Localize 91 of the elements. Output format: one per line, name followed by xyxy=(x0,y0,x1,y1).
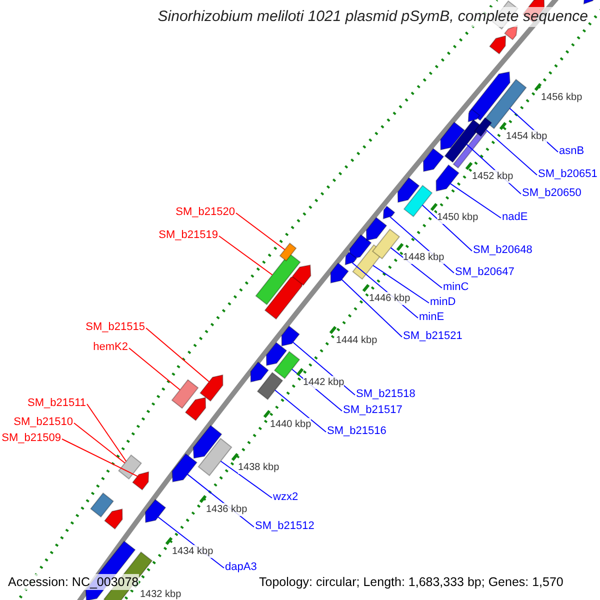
scale-label: 1446 kbp xyxy=(369,292,410,305)
scale-label: 1454 kbp xyxy=(506,130,548,143)
gene-feature xyxy=(349,234,372,260)
gene-feature xyxy=(255,252,301,306)
leader-line xyxy=(486,129,538,176)
leader-line xyxy=(274,390,326,432)
gene-label: SM_b21509 xyxy=(2,432,61,445)
gene-feature xyxy=(171,379,199,409)
gene-feature xyxy=(274,350,300,380)
gene-feature xyxy=(504,24,518,40)
topology-text: Topology: circular; Length: 1,683,333 bp; Genes: 1,570 xyxy=(259,574,564,590)
gene-feature xyxy=(132,471,150,490)
gene-feature xyxy=(468,108,480,122)
gene-feature xyxy=(198,438,232,476)
gene-label: SM_b21519 xyxy=(158,229,218,242)
gene-feature xyxy=(118,454,142,480)
scale-label: 1436 kbp xyxy=(206,503,248,516)
gene-label: dapA3 xyxy=(225,561,257,574)
gene-feature xyxy=(468,71,510,121)
gene-label: SM_b20647 xyxy=(455,266,514,279)
gene-feature xyxy=(382,206,396,220)
gene-feature xyxy=(403,184,433,218)
gene-feature xyxy=(372,228,400,260)
scale-label: 1432 kbp xyxy=(140,588,182,600)
gene-feature xyxy=(344,252,358,266)
leader-line xyxy=(218,236,273,276)
leader-line xyxy=(220,460,272,498)
leader-line xyxy=(86,404,127,462)
gene-label: SM_b21512 xyxy=(255,520,314,533)
gene-feature xyxy=(144,498,166,524)
scale-label: 1434 kbp xyxy=(172,545,214,558)
gene-label: SM_b21515 xyxy=(86,321,145,334)
gene-feature xyxy=(436,164,460,192)
gene-label: SM_b20648 xyxy=(473,244,532,257)
leader-line xyxy=(372,264,430,304)
leader-line xyxy=(341,279,402,338)
gene-feature xyxy=(184,396,206,422)
gene-feature xyxy=(330,262,349,284)
gene-feature xyxy=(422,148,444,172)
gene-label: SM_b21521 xyxy=(403,330,462,343)
scale-label: 1450 kbp xyxy=(437,211,478,224)
gene-feature xyxy=(264,274,302,320)
leader-line xyxy=(62,438,138,477)
gene-feature xyxy=(292,264,312,286)
scale-label: 1438 kbp xyxy=(238,461,280,474)
gene-feature xyxy=(366,216,388,242)
leader-line xyxy=(128,348,180,390)
gene-label: SM_b21517 xyxy=(343,404,402,417)
gene-label: asnB xyxy=(559,145,584,158)
gene-feature xyxy=(279,242,297,262)
scale-label: 1452 kbp xyxy=(472,170,514,183)
gene-feature xyxy=(104,508,123,530)
gene-feature xyxy=(192,424,222,459)
gene-label: SM_b20651 xyxy=(538,168,598,181)
gene-feature xyxy=(397,177,420,203)
scale-label: 1444 kbp xyxy=(336,334,378,347)
gene-feature xyxy=(474,117,492,137)
leader-line xyxy=(450,183,502,218)
gene-feature xyxy=(440,122,466,150)
gene-feature xyxy=(200,374,224,402)
scale-label: 1442 kbp xyxy=(303,376,344,389)
gene-feature xyxy=(90,492,114,518)
gene-label: minC xyxy=(443,281,469,294)
gene-feature xyxy=(256,372,284,400)
gene-feature xyxy=(172,453,198,482)
gene-feature xyxy=(483,78,527,130)
gene-label: SM_b21510 xyxy=(14,416,73,429)
gene-feature xyxy=(266,342,288,366)
gene-label: nadE xyxy=(502,211,528,224)
gene-label: SM_b21520 xyxy=(176,206,235,219)
gene-label: SM_b21516 xyxy=(327,425,386,438)
leader-line xyxy=(236,212,286,250)
gene-label: wzx2 xyxy=(273,491,298,504)
leader-line xyxy=(74,422,126,464)
gene-feature xyxy=(444,119,482,163)
title: Sinorhizobium meliloti 1021 plasmid pSymB, complete sequence xyxy=(158,7,588,27)
gene-feature xyxy=(281,325,300,347)
gene-label: SM_b20650 xyxy=(522,187,582,200)
leader-line xyxy=(422,204,472,252)
scale-label: 1440 kbp xyxy=(270,418,312,431)
gene-label: hemK2 xyxy=(93,341,128,354)
gene-label: SM_b21511 xyxy=(27,397,86,410)
scale-label: 1448 kbp xyxy=(403,251,444,264)
accession-text: Accession: NC_003078 xyxy=(8,574,139,590)
gene-label: minD xyxy=(430,296,456,309)
gene-feature xyxy=(489,35,506,54)
gene-feature xyxy=(250,361,269,383)
gene-label: SM_b21518 xyxy=(356,388,416,401)
gene-label: minE xyxy=(419,311,444,324)
scale-label: 1456 kbp xyxy=(541,91,582,104)
leader-line xyxy=(146,328,210,382)
